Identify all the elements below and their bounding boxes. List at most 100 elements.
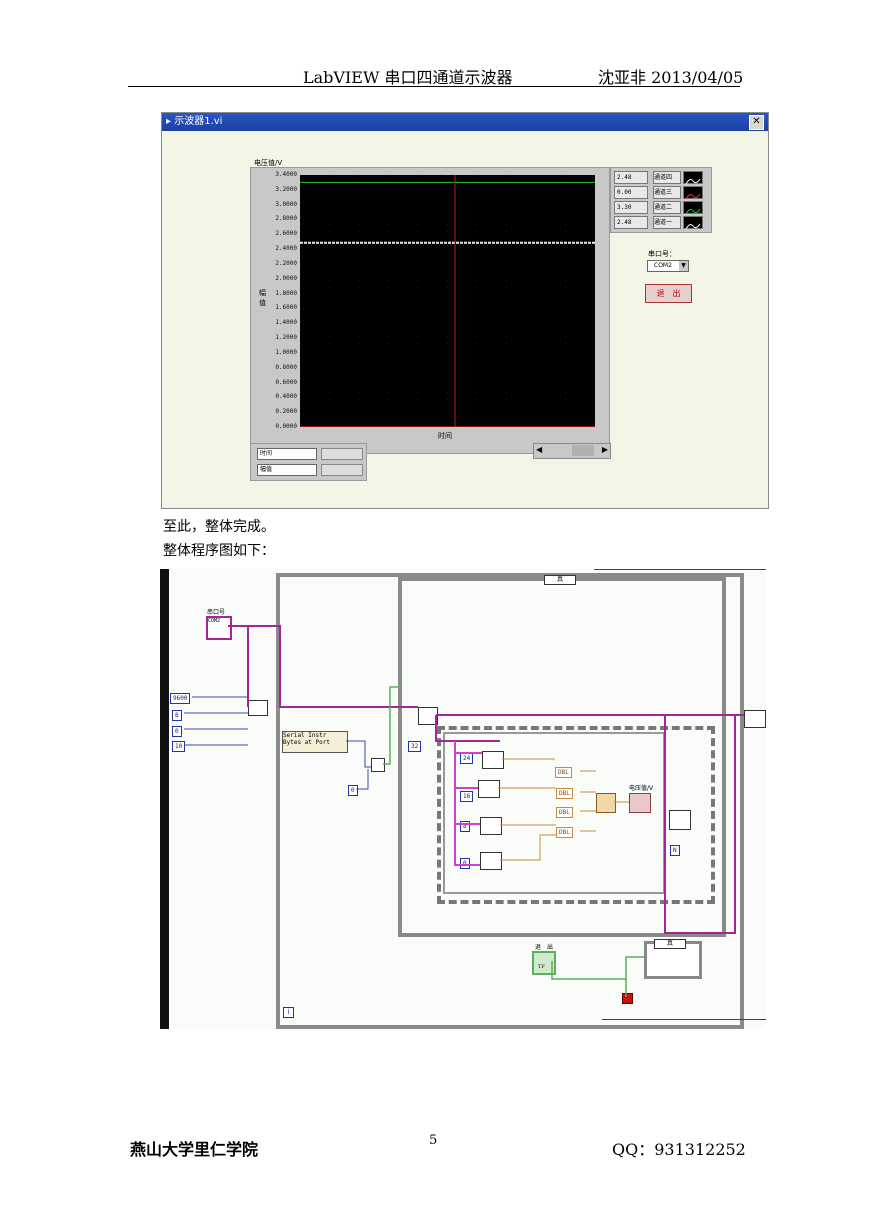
close-icon[interactable]: ✕ <box>749 115 764 130</box>
bundle-node[interactable] <box>596 793 616 813</box>
paragraph-diagram-intro: 整体程序图如下： <box>163 543 275 559</box>
port-select[interactable]: COM2 ▼ <box>647 260 689 272</box>
port-control-terminal[interactable]: COM2 <box>206 616 232 640</box>
y-tick-label: 0.8000 <box>275 363 297 371</box>
y-tick-label: 3.2000 <box>275 185 297 193</box>
vi-icon: ▸ <box>166 116 172 127</box>
legend-name: 通道三 <box>653 186 681 199</box>
visa-read-node[interactable] <box>418 707 438 725</box>
databits-const[interactable]: 8 <box>172 710 182 721</box>
case-structure-stop <box>644 941 702 979</box>
cursor-time-field[interactable]: 时间 <box>257 448 317 460</box>
y-tick-label: 1.2000 <box>275 334 297 342</box>
bytes-const[interactable]: 32 <box>408 741 422 752</box>
case-selector[interactable]: 真 <box>544 575 576 585</box>
exit-terminal-type: TF <box>538 964 545 970</box>
stopbits-const[interactable]: 10 <box>172 741 186 752</box>
case-selector-stop[interactable]: 真 <box>654 939 686 949</box>
string-subset-node[interactable] <box>482 751 504 769</box>
y-tick-label: 2.6000 <box>275 230 297 238</box>
index-const[interactable]: 16 <box>460 791 474 802</box>
iteration-terminal: i <box>283 1007 294 1018</box>
footer-qq: QQ：931312252 <box>612 1140 746 1159</box>
y-tick-label: 2.4000 <box>275 245 297 253</box>
y-tick-label: 1.6000 <box>275 304 297 312</box>
plot-area <box>300 175 595 427</box>
dbl-conversion[interactable]: DBL <box>556 807 573 818</box>
port-label: 串口号： <box>648 250 676 258</box>
legend-value: 3.30 <box>614 201 648 214</box>
crop-line-top <box>594 569 766 570</box>
legend-name: 通道四 <box>653 171 681 184</box>
port-value: COM2 <box>654 262 672 269</box>
chart-scrollbar[interactable]: ◀ ▶ <box>533 443 611 459</box>
legend-name: 通道一 <box>653 216 681 229</box>
chevron-down-icon[interactable]: ▼ <box>679 261 688 271</box>
index-const[interactable]: 24 <box>460 753 474 764</box>
property-node[interactable]: Serial Instr Bytes at Port <box>282 731 348 753</box>
header-author-date: 沈亚非 2013/04/05 <box>598 68 744 87</box>
visa-close-node[interactable] <box>669 810 691 830</box>
legend-value: 2.48 <box>614 216 648 229</box>
stop-terminal[interactable] <box>622 993 633 1004</box>
property-node-class: Serial Instr <box>283 732 327 739</box>
bd-chart-label: 电压值/V <box>629 785 654 792</box>
y-tick-label: 2.2000 <box>275 259 297 267</box>
scroll-thumb[interactable] <box>572 445 594 456</box>
parity-const[interactable]: 0 <box>172 726 182 737</box>
format-tools-icon[interactable] <box>321 464 363 476</box>
legend-swatch-ch1[interactable] <box>683 216 703 230</box>
scroll-left-icon[interactable]: ◀ <box>536 445 543 454</box>
dbl-conversion[interactable]: DBL <box>555 767 572 778</box>
index-const[interactable]: 0 <box>460 858 470 869</box>
y-tick-label: 0.6000 <box>275 378 297 386</box>
string-subset-node[interactable] <box>478 780 500 798</box>
plot-svg <box>300 175 595 427</box>
legend-value: 2.48 <box>614 171 648 184</box>
y-tick-label: 3.4000 <box>275 171 297 178</box>
dbl-conversion[interactable]: DBL <box>556 788 573 799</box>
cursor-amp-field[interactable]: 幅值 <box>257 464 317 476</box>
chart-xlabel: 时间 <box>438 432 452 440</box>
chart-legend: 2.48 0.00 3.30 2.48 通道四 通道三 通道二 通道一 <box>610 167 712 233</box>
index-const[interactable]: 8 <box>460 821 470 832</box>
y-tick-label: 2.0000 <box>275 274 297 282</box>
exit-button-terminal[interactable]: TF <box>532 951 556 975</box>
property-node-bytes: Bytes at Port <box>283 739 330 746</box>
window-title: 示波器1.vi <box>174 116 223 127</box>
header-title: LabVIEW 串口四通道示波器 <box>303 68 513 87</box>
legend-swatch-ch2[interactable] <box>683 201 703 215</box>
zero-const[interactable]: 0 <box>348 785 358 796</box>
y-tick-label: 0.2000 <box>275 408 297 416</box>
greater-than-node[interactable] <box>371 758 385 772</box>
cursor-palette: 时间 幅值 <box>250 443 367 481</box>
y-tick-label: 1.0000 <box>275 348 297 356</box>
bd-port-label: 串口号 <box>207 609 226 616</box>
legend-swatch-ch4[interactable] <box>683 171 703 185</box>
string-subset-node[interactable] <box>480 817 502 835</box>
chart-ylabel: 电压值/V <box>254 159 283 167</box>
port-terminal-text: COM2 <box>208 618 221 624</box>
scroll-right-icon[interactable]: ▶ <box>601 445 608 454</box>
zoom-tools-icon[interactable] <box>321 448 363 460</box>
exit-button[interactable]: 退 出 <box>645 284 692 303</box>
header-rule <box>128 86 740 87</box>
y-tick-label: 0.0000 <box>275 423 297 430</box>
dbl-conversion[interactable]: DBL <box>556 827 573 838</box>
waveform-chart-terminal[interactable] <box>629 793 651 813</box>
visa-configure-node[interactable] <box>248 700 268 716</box>
y-tick-label: 0.4000 <box>275 393 297 401</box>
page-number: 5 <box>429 1133 438 1148</box>
legend-swatch-ch3[interactable] <box>683 186 703 200</box>
y-tick-label: 1.8000 <box>275 289 297 297</box>
footer-school: 燕山大学里仁学院 <box>130 1140 259 1159</box>
visa-close-outer-node[interactable] <box>744 710 766 728</box>
baud-const[interactable]: 9600 <box>170 693 191 704</box>
y-tick-label: 2.8000 <box>275 215 297 223</box>
string-subset-node[interactable] <box>480 852 502 870</box>
n-const[interactable]: N <box>670 845 680 856</box>
while-loop <box>276 573 744 1029</box>
left-black-bar <box>160 569 169 1029</box>
